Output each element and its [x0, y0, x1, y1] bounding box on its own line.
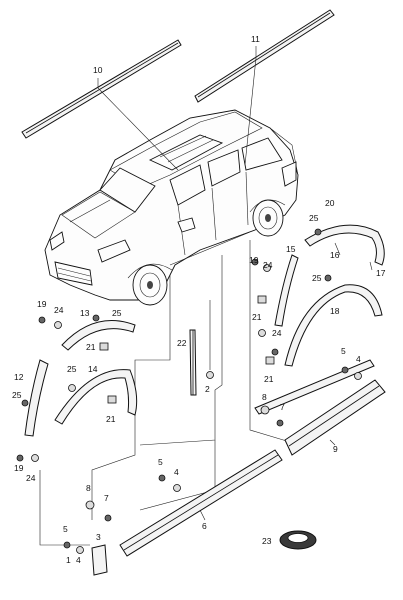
callout-18: 18 [330, 306, 340, 316]
adhesive-tape-roll[interactable] [279, 530, 317, 550]
vehicle-illustration [44, 109, 299, 306]
fasteners [16, 228, 362, 554]
callout-25: 25 [309, 213, 319, 223]
callout-25: 25 [12, 390, 22, 400]
callout-3: 3 [96, 532, 101, 542]
callout-4: 4 [356, 354, 361, 364]
callout-19: 19 [14, 463, 24, 473]
side-sill-trim-rear[interactable] [284, 379, 386, 456]
door-trim-piece-22[interactable] [189, 329, 197, 396]
callout-13: 13 [80, 308, 90, 318]
callout-21: 21 [264, 374, 274, 384]
rear-wheel-arch-trim-16[interactable] [304, 224, 385, 266]
roof-trim-strip-right[interactable] [194, 9, 335, 103]
callout-25: 25 [312, 273, 322, 283]
callout-24: 24 [26, 473, 36, 483]
callout-1: 1 [66, 555, 71, 565]
callout-5: 5 [63, 524, 68, 534]
callout-9: 9 [333, 444, 338, 454]
callout-labels: 10 11 19 24 13 25 21 12 25 14 25 21 19 2… [12, 34, 386, 565]
mud-flap-3[interactable] [91, 544, 108, 576]
callout-11: 11 [251, 34, 260, 44]
rear-wheel-arch-trim-18[interactable] [284, 284, 383, 367]
side-sill-trim-front[interactable] [119, 449, 283, 557]
rear-wheel-arch-trim-15[interactable] [274, 254, 299, 327]
front-wheel-arch-trim-12[interactable] [24, 359, 49, 437]
callout-7: 7 [280, 402, 285, 412]
callout-23: 23 [262, 536, 272, 546]
callout-7: 7 [104, 493, 109, 503]
callout-19: 19 [37, 299, 47, 309]
callout-21: 21 [86, 342, 96, 352]
callout-19: 19 [249, 255, 259, 265]
callout-20: 20 [325, 198, 335, 208]
callout-24: 24 [263, 260, 273, 270]
callout-25: 25 [67, 364, 77, 374]
roof-trim-strip-left[interactable] [21, 39, 182, 139]
callout-5: 5 [341, 346, 346, 356]
callout-10: 10 [93, 65, 103, 75]
callout-8: 8 [262, 392, 267, 402]
callout-6: 6 [202, 521, 207, 531]
callout-22: 22 [177, 338, 187, 348]
callout-15: 15 [286, 244, 296, 254]
callout-12: 12 [14, 372, 24, 382]
callout-24: 24 [54, 305, 64, 315]
side-sill-strip-upper[interactable] [254, 359, 375, 415]
callout-21: 21 [252, 312, 262, 322]
callout-16: 16 [330, 250, 340, 260]
callout-21: 21 [106, 414, 116, 424]
front-wheel-arch-trim-upper[interactable] [61, 320, 136, 351]
callout-14: 14 [88, 364, 98, 374]
callout-4: 4 [76, 555, 81, 565]
callout-25: 25 [112, 308, 122, 318]
callout-8: 8 [86, 483, 91, 493]
callout-5: 5 [158, 457, 163, 467]
callout-4: 4 [174, 467, 179, 477]
front-wheel-arch-trim-14[interactable] [54, 369, 138, 425]
callout-24: 24 [272, 328, 282, 338]
callout-17: 17 [376, 268, 386, 278]
callout-2: 2 [205, 384, 210, 394]
